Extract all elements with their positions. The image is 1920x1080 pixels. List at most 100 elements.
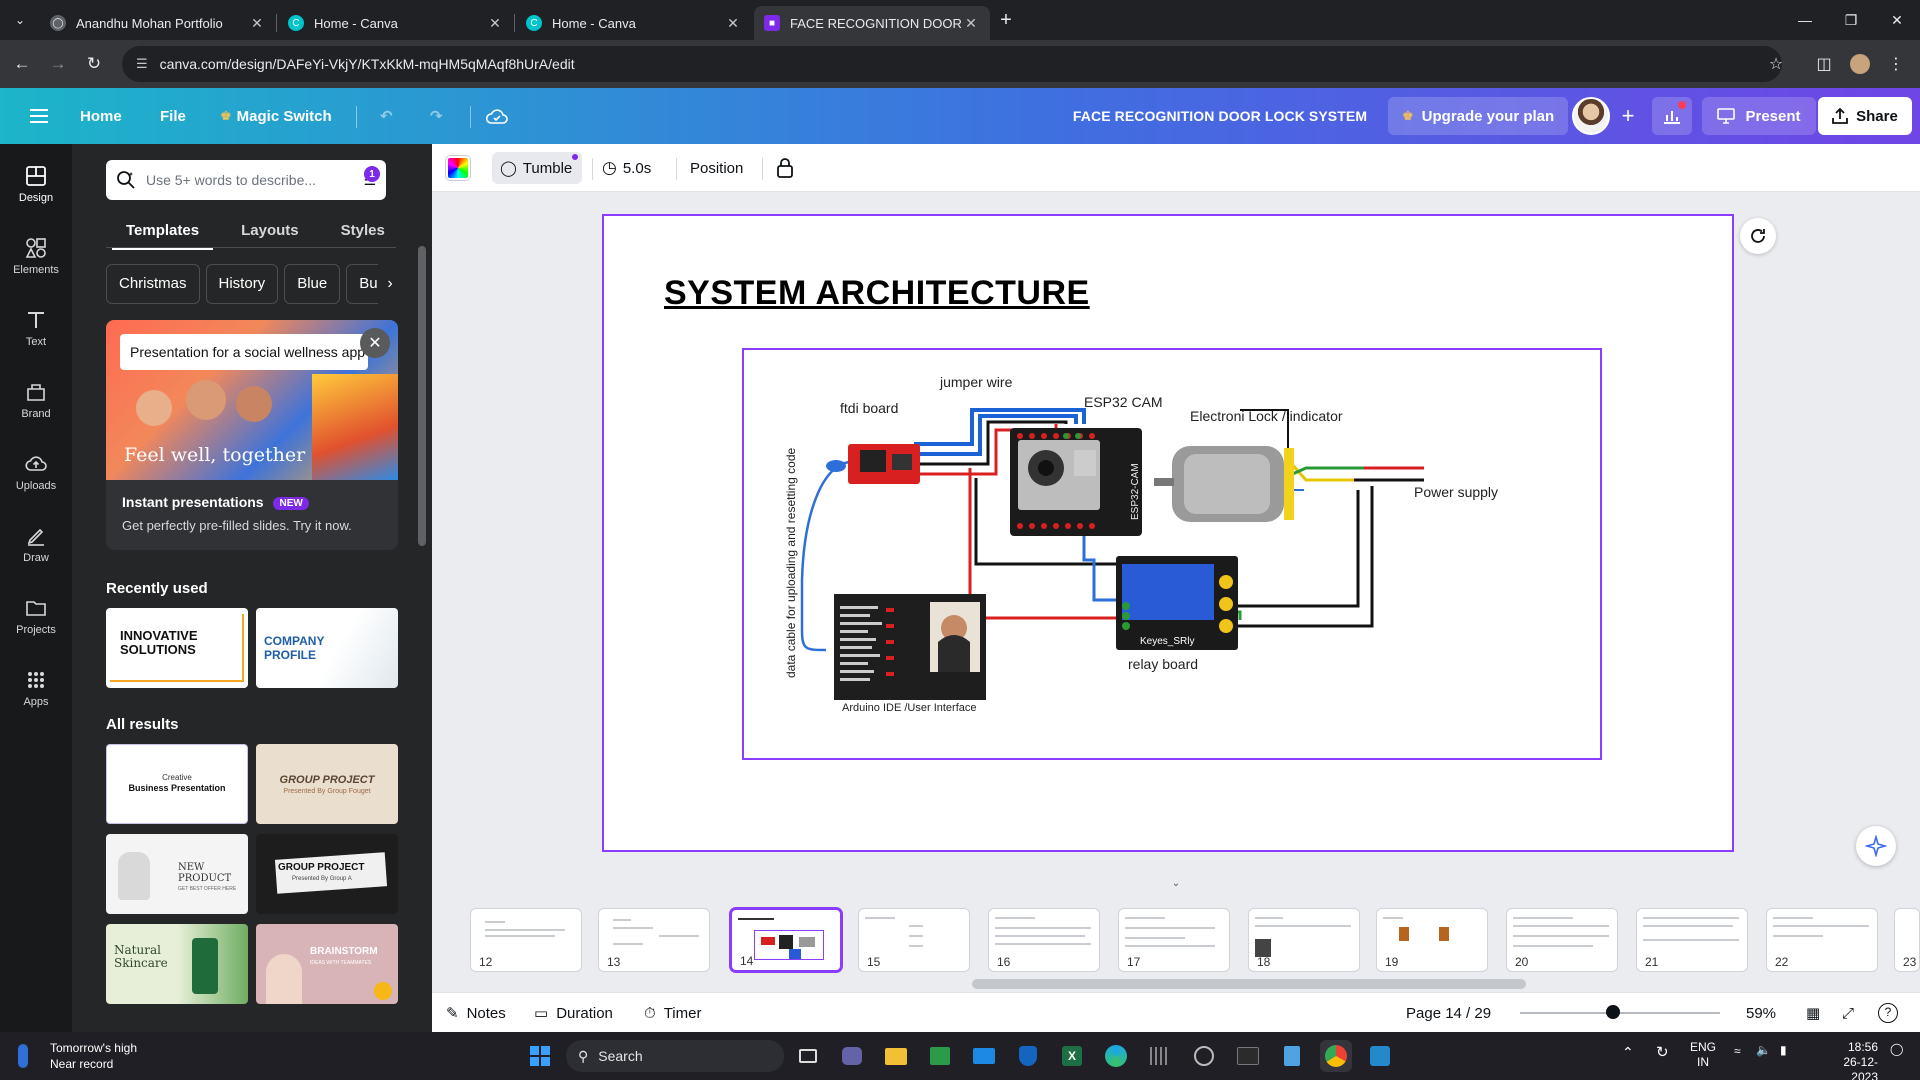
bookmark-star-icon[interactable]: ☆ bbox=[1768, 56, 1784, 73]
terminal-icon[interactable] bbox=[1232, 1040, 1264, 1072]
zoom-slider[interactable] bbox=[1520, 1012, 1720, 1014]
lock-icon[interactable] bbox=[776, 152, 794, 184]
template-thumbnail[interactable]: BRAINSTORM IDEAS WITH TEAMMATES bbox=[256, 924, 398, 1004]
edge-icon[interactable] bbox=[1100, 1040, 1132, 1072]
template-thumbnail[interactable]: Creative Business Presentation bbox=[106, 744, 248, 824]
position-button[interactable]: Position bbox=[690, 159, 744, 177]
volume-icon[interactable]: 🔈 bbox=[1756, 1043, 1771, 1057]
insights-chart-icon[interactable] bbox=[1652, 97, 1692, 135]
windows-start-icon[interactable] bbox=[524, 1040, 556, 1072]
browser-tab[interactable]: C Home - Canva ✕ bbox=[278, 6, 514, 40]
file-menu-button[interactable]: File bbox=[160, 107, 186, 125]
duration-toggle-button[interactable]: ▭ Duration bbox=[534, 1001, 613, 1025]
taskbar-search-input[interactable]: ⚲ Search bbox=[566, 1040, 784, 1072]
page-thumbnail-active[interactable]: 14 bbox=[730, 908, 842, 972]
new-tab-button[interactable]: + bbox=[1000, 8, 1012, 31]
template-thumbnail[interactable]: GROUP PROJECT Presented By Group A bbox=[256, 834, 398, 914]
close-icon[interactable]: ✕ bbox=[965, 14, 977, 31]
chip-blue[interactable]: Blue bbox=[284, 264, 341, 304]
rail-item-draw[interactable]: Draw bbox=[0, 512, 72, 576]
template-search-input[interactable]: Use 5+ words to describe... ☰ 1 bbox=[106, 160, 386, 200]
profile-avatar-icon[interactable] bbox=[1848, 52, 1872, 76]
redo-icon[interactable]: ↷ bbox=[430, 108, 443, 125]
mail-icon[interactable] bbox=[968, 1040, 1000, 1072]
page-thumbnail[interactable]: 16 bbox=[988, 908, 1100, 972]
app-icon[interactable] bbox=[1144, 1040, 1176, 1072]
store-icon[interactable] bbox=[924, 1040, 956, 1072]
clock[interactable]: 18:56 26-12-2023 bbox=[1818, 1040, 1878, 1080]
notepad-icon[interactable] bbox=[1276, 1040, 1308, 1072]
tab-layouts[interactable]: Layouts bbox=[241, 222, 299, 239]
filmstrip-scrollbar[interactable] bbox=[972, 979, 1526, 989]
file-explorer-icon[interactable] bbox=[880, 1040, 912, 1072]
home-button[interactable]: Home bbox=[80, 107, 122, 125]
page-thumbnail[interactable]: 15 bbox=[858, 908, 970, 972]
wifi-icon[interactable]: ≈ bbox=[1734, 1044, 1741, 1058]
page-thumbnail[interactable]: 12 bbox=[470, 908, 582, 972]
magic-switch-button[interactable]: ♚ Magic Switch bbox=[210, 96, 342, 136]
notification-bell-icon[interactable]: ◯ bbox=[1890, 1042, 1904, 1056]
close-window-icon[interactable]: ✕ bbox=[1891, 11, 1903, 28]
page-indicator[interactable]: Page 14 / 29 bbox=[1406, 1004, 1492, 1022]
side-panel-icon[interactable]: ◫ bbox=[1816, 56, 1832, 73]
page-thumbnail[interactable]: 22 bbox=[1766, 908, 1878, 972]
template-thumbnail[interactable]: COMPANY PROFILE bbox=[256, 608, 398, 688]
timer-button[interactable]: ⏱ Timer bbox=[644, 1001, 701, 1025]
zoom-slider-handle[interactable] bbox=[1606, 1005, 1620, 1019]
upgrade-plan-button[interactable]: ♚ Upgrade your plan bbox=[1388, 97, 1569, 135]
template-thumbnail[interactable]: INNOVATIVE SOLUTIONS bbox=[106, 608, 248, 688]
undo-icon[interactable]: ↶ bbox=[380, 108, 393, 125]
add-collaborator-icon[interactable]: + bbox=[1621, 103, 1635, 128]
collaborator-avatar[interactable] bbox=[1572, 97, 1610, 135]
battery-icon[interactable]: ▮ bbox=[1780, 1043, 1787, 1057]
language-indicator[interactable]: ENG IN bbox=[1690, 1040, 1716, 1070]
page-thumbnail[interactable]: 20 bbox=[1506, 908, 1618, 972]
browser-menu-icon[interactable]: ⋮ bbox=[1888, 56, 1904, 73]
cloud-save-icon[interactable] bbox=[476, 96, 518, 136]
minimize-icon[interactable]: — bbox=[1798, 12, 1812, 28]
present-button[interactable]: Present bbox=[1702, 97, 1816, 135]
slide-page[interactable]: SYSTEM ARCHITECTURE bbox=[602, 214, 1734, 852]
chrome-icon[interactable] bbox=[1320, 1040, 1352, 1072]
close-icon[interactable]: ✕ bbox=[251, 14, 263, 31]
close-icon[interactable]: ✕ bbox=[727, 14, 739, 31]
zoom-level[interactable]: 59% bbox=[1746, 1004, 1777, 1022]
sync-icon[interactable]: ↻ bbox=[1656, 1044, 1669, 1061]
page-thumbnail[interactable]: 18 bbox=[1248, 908, 1360, 972]
regenerate-icon[interactable] bbox=[1740, 218, 1776, 254]
share-button[interactable]: Share bbox=[1818, 97, 1912, 135]
back-arrow-icon[interactable]: ← bbox=[13, 54, 31, 73]
page-thumbnail[interactable]: 19 bbox=[1376, 908, 1488, 972]
panel-scrollbar[interactable] bbox=[418, 226, 426, 926]
grid-view-icon[interactable]: ▦ bbox=[1806, 1005, 1821, 1022]
chevron-down-icon[interactable]: ⌄ bbox=[1171, 878, 1181, 889]
fullscreen-icon[interactable]: ⤢ bbox=[1842, 1004, 1855, 1022]
rail-item-design[interactable]: Design bbox=[0, 152, 72, 216]
tray-chevron-up-icon[interactable]: ⌃ bbox=[1622, 1044, 1634, 1060]
rail-item-projects[interactable]: Projects bbox=[0, 584, 72, 648]
duration-button[interactable]: ◷ 5.0s bbox=[602, 152, 651, 184]
page-thumbnail[interactable]: 17 bbox=[1118, 908, 1230, 972]
close-icon[interactable]: ✕ bbox=[489, 14, 501, 31]
reload-icon[interactable]: ↻ bbox=[86, 54, 102, 73]
chip-christmas[interactable]: Christmas bbox=[106, 264, 200, 304]
tab-styles[interactable]: Styles bbox=[340, 222, 385, 239]
instant-presentations-card[interactable]: Presentation for a social wellness app ✕… bbox=[106, 320, 398, 550]
color-picker-icon[interactable] bbox=[446, 152, 470, 184]
template-thumbnail[interactable]: NEW PRODUCT GET BEST OFFER HERE bbox=[106, 834, 248, 914]
rail-item-apps[interactable]: Apps bbox=[0, 656, 72, 720]
browser-tab[interactable]: C Home - Canva ✕ bbox=[516, 6, 752, 40]
chat-icon[interactable] bbox=[836, 1040, 868, 1072]
media-player-icon[interactable] bbox=[1188, 1040, 1220, 1072]
site-settings-icon[interactable]: ☰ bbox=[136, 56, 148, 71]
rail-item-uploads[interactable]: Uploads bbox=[0, 440, 72, 504]
browser-tab[interactable]: ◯ Anandhu Mohan Portfolio ✕ bbox=[40, 6, 276, 40]
rail-item-elements[interactable]: Elements bbox=[0, 224, 72, 288]
chip-history[interactable]: History bbox=[205, 264, 279, 304]
rail-item-brand[interactable]: Brand bbox=[0, 368, 72, 432]
template-thumbnail[interactable]: Natural Skincare bbox=[106, 924, 248, 1004]
architecture-diagram[interactable]: ftdi board jumper wire ESP32 CAM Electro… bbox=[742, 348, 1602, 760]
page-thumbnail[interactable]: 13 bbox=[598, 908, 710, 972]
animation-button[interactable]: ◯ Tumble bbox=[492, 152, 582, 184]
magic-sparkle-icon[interactable] bbox=[1856, 826, 1896, 866]
